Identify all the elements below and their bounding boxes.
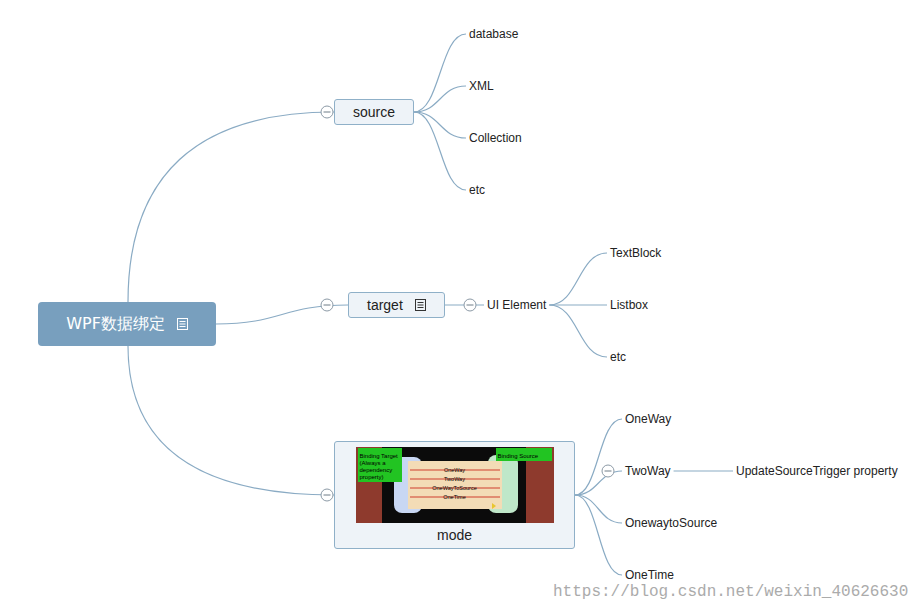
- topic-text: WPF数据绑定: [66, 314, 165, 335]
- collapse-minus: [324, 495, 331, 496]
- topic-text: Listbox: [610, 298, 648, 312]
- topic-text: source: [353, 104, 395, 120]
- branch-connector: [575, 495, 622, 523]
- branch-connector: [575, 419, 622, 495]
- topic-text: UpdateSourceTrigger property: [736, 464, 898, 478]
- image-label-text: Binding Target (Always a dependency prop…: [360, 453, 400, 481]
- collapse-minus: [324, 305, 331, 306]
- leaf-topic: XML: [466, 77, 497, 95]
- image-label: Binding Target (Always a dependency prop…: [358, 448, 402, 482]
- note-icon-frame: [177, 319, 187, 330]
- note-icon: [177, 318, 188, 330]
- collapse-button: [464, 299, 476, 311]
- topic-text: XML: [469, 79, 494, 93]
- leaf-topic: etc: [466, 181, 488, 199]
- image-label: OneWayToSource: [408, 480, 502, 492]
- leaf-topic: TextBlock: [607, 244, 664, 262]
- leaf-topic: Collection: [466, 129, 525, 147]
- note-icon-line: [179, 321, 185, 322]
- image-label-text: OneWay: [408, 466, 502, 474]
- collapse-button: [321, 106, 333, 118]
- branch-connector: [549, 304, 607, 305]
- collapse-minus: [324, 112, 331, 113]
- topic-text: etc: [469, 183, 485, 197]
- leaf-topic: etc: [607, 348, 629, 366]
- topic-text: OneWay: [625, 412, 671, 426]
- branch-connector: [549, 305, 607, 357]
- image-label: OneTime: [408, 489, 502, 501]
- topic-text: database: [469, 27, 518, 41]
- image-label-text: OneTime: [408, 493, 502, 501]
- topic-text: OneTime: [625, 568, 674, 582]
- note-icon-frame: [415, 300, 425, 311]
- image-label: TwoWay: [408, 471, 502, 483]
- collapse-button: [602, 465, 614, 477]
- note-icon-line: [179, 326, 185, 327]
- leaf-topic: OnewaytoSource: [622, 514, 720, 532]
- image-topic: Binding Target (Always a dependency prop…: [334, 441, 575, 549]
- leaf-topic: UpdateSourceTrigger property: [733, 462, 901, 480]
- note-icon-line: [417, 307, 423, 308]
- note-icon-line: [417, 302, 423, 303]
- central-topic: WPF数据绑定: [38, 302, 216, 346]
- branch-connector: [128, 112, 334, 302]
- branch-connector: [674, 470, 733, 471]
- topic-text: OnewaytoSource: [625, 516, 717, 530]
- branch-connector: [414, 86, 466, 112]
- image-label-text: TwoWay: [408, 475, 502, 483]
- topic-text: target: [367, 297, 403, 313]
- branch-connector: [414, 34, 466, 112]
- topic-text: etc: [610, 350, 626, 364]
- leaf-topic: OneTime: [622, 566, 677, 584]
- topic-text: mode: [437, 527, 472, 543]
- image-label: OneWay: [408, 462, 502, 474]
- collapse-minus: [605, 471, 612, 472]
- leaf-topic: TwoWay: [622, 462, 674, 480]
- branch-connector: [414, 112, 466, 138]
- image-frame: Binding Target (Always a dependency prop…: [356, 447, 554, 523]
- branch-topic: source: [334, 99, 414, 125]
- watermark-text: https://blog.csdn.net/weixin_40626630: [553, 583, 921, 601]
- image-label: Binding Source: [496, 448, 552, 461]
- image-label-text: Binding Source: [498, 453, 550, 460]
- branch-connector: [575, 471, 622, 495]
- image-label-text: OneWayToSource: [408, 484, 502, 492]
- branch-connector: [414, 112, 466, 190]
- collapse-button: [321, 299, 333, 311]
- note-icon-line: [179, 324, 185, 325]
- topic-text: UI Element: [487, 298, 546, 312]
- collapse-minus: [467, 305, 474, 306]
- leaf-topic: OneWay: [622, 410, 674, 428]
- watermark: https://blog.csdn.net/weixin_40626630: [553, 583, 921, 601]
- leaf-topic: UI Element: [484, 296, 549, 314]
- branch-topic: target: [348, 292, 445, 318]
- leaf-topic: database: [466, 25, 521, 43]
- branch-connector: [575, 495, 622, 575]
- topic-text: Collection: [469, 131, 522, 145]
- branch-connector: [549, 253, 607, 305]
- note-icon: [415, 299, 426, 311]
- collapse-button: [321, 489, 333, 501]
- topic-text: TextBlock: [610, 246, 661, 260]
- topic-text: TwoWay: [625, 464, 671, 478]
- branch-connector: [128, 346, 334, 495]
- leaf-topic: Listbox: [607, 296, 651, 314]
- note-icon-line: [417, 305, 423, 306]
